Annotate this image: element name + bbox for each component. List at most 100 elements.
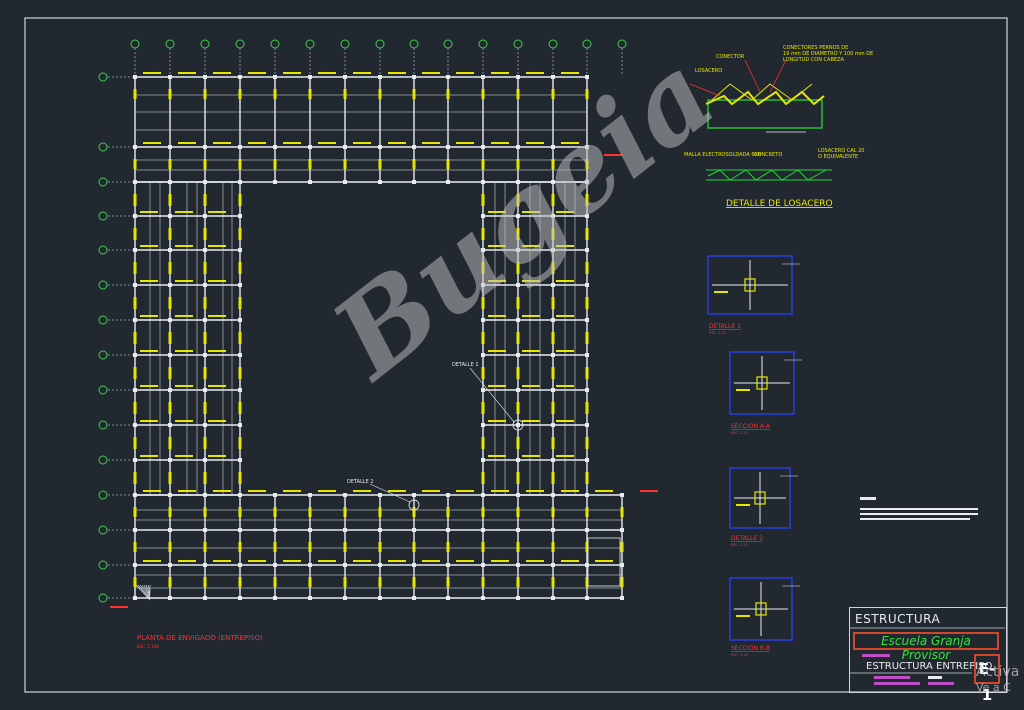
detail-scale: ESC. 1:20 [731,653,748,657]
beam-mark-top [378,159,382,169]
beam-tag-left [175,280,193,282]
beam-tag-top [143,142,161,144]
beam-mark-right [481,297,485,309]
grid-bubble-row [98,72,108,82]
activation-line-1: Activa [976,664,1020,680]
beam-tag-right [522,385,540,387]
beam-mark-left [238,437,242,449]
beam-mark-bottom [620,542,624,552]
column [273,528,277,532]
column [203,563,207,567]
beam-mark-top [412,159,416,169]
column [133,563,137,567]
beam-mark-top [585,159,589,169]
beam-mark-bottom [446,577,450,587]
column [203,145,207,149]
column [203,596,207,600]
beam-mark-left [168,194,172,206]
beam-tag-top [248,72,266,74]
beam-tag-top [283,72,301,74]
slab-detail: CONECTOR LOSACERO CONECTORES PERNOS DE 1… [684,45,873,209]
beam-tag-left [140,211,158,213]
beam-tag-bottom [213,490,231,492]
beam-tag-left [208,245,226,247]
beam-mark-right [516,228,520,240]
beam-tag-top [213,72,231,74]
beam-mark-top [551,159,555,169]
beam-mark-left [203,437,207,449]
note-malla: MALLA ELECTROSOLDADA 6X6 [684,152,761,158]
beam-tag-bottom [248,560,266,562]
note-conectores-1: CONECTORES PERNOS DE [783,45,848,51]
beam-mark-bottom [412,507,416,517]
beam-mark-right [516,367,520,379]
beam-mark-left [133,367,137,379]
axis-note-bottom [110,606,128,608]
beam-mark-right [551,402,555,414]
column [273,596,277,600]
beam-tag-top [388,142,406,144]
grid-bubble-row [98,593,108,603]
beam-mark-left [203,332,207,344]
column [481,493,485,497]
column [133,493,137,497]
beam-mark-right [551,367,555,379]
beam-mark-left [133,194,137,206]
grid-bubble-col [409,39,419,49]
detail-scale: ESC. 1:20 [731,543,748,547]
column [516,145,520,149]
beam-tag-bottom [456,490,474,492]
column [412,528,416,532]
column [585,75,589,79]
beam-tag-bottom [388,490,406,492]
beam-mark-right [516,332,520,344]
column [551,528,555,532]
detail-plate [755,602,767,616]
column [585,248,589,252]
callout-detail-2: DETALLE 2 [347,479,374,485]
column [446,596,450,600]
column [516,214,520,218]
note-losacero-cal: LOSACERO CAL 20 [818,148,864,154]
column [446,75,450,79]
beam-tag-top [456,72,474,74]
leader-detail-1 [469,367,515,423]
beam-mark-right [481,367,485,379]
beam-mark-bottom [168,577,172,587]
grid-bubble-col [548,39,558,49]
beam-mark-bottom [343,507,347,517]
grid-bubble-col [165,39,175,49]
beam-mark-right [551,472,555,484]
column [620,563,624,567]
beam-tag-right [556,211,574,213]
beam-tag-bottom [248,490,266,492]
column [378,145,382,149]
column [238,423,242,427]
beam-mark-top [203,89,207,99]
beam-mark-right [481,332,485,344]
beam-tag-right [556,420,574,422]
beam-mark-bottom [378,542,382,552]
beam-tag-left [175,245,193,247]
column [516,283,520,287]
column [238,493,242,497]
beam-mark-right [551,194,555,206]
slab-section-deck [707,169,827,181]
column [516,248,520,252]
slab-detail-title: DETALLE DE LOSACERO [726,199,833,209]
beam-mark-right [516,297,520,309]
detail-tag [736,389,750,391]
notes-line-3 [860,518,970,520]
column [585,388,589,392]
beam-tag-top [526,72,544,74]
stair-hatch [147,584,151,595]
beam-mark-left [133,262,137,274]
column [551,563,555,567]
detail-frame [729,577,793,641]
stair-hatch [135,584,151,601]
callout-detail-1: DETALLE 1 [452,362,479,368]
beam-mark-bottom [481,542,485,552]
slab-leader-2 [744,59,761,93]
column [551,353,555,357]
